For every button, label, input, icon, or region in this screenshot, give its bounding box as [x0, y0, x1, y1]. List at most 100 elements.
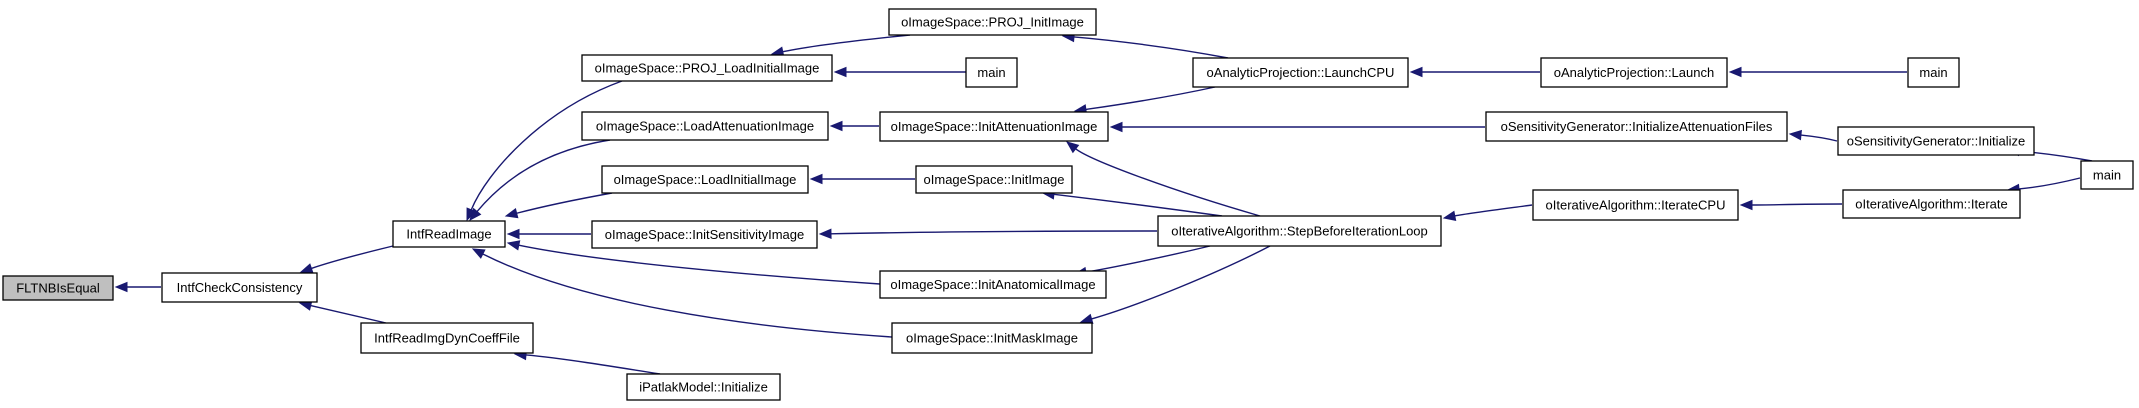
node-label: oSensitivityGenerator::Initialize	[1847, 134, 2025, 149]
node-box[interactable]	[581, 54, 833, 82]
node-box[interactable]	[1157, 215, 1442, 247]
node-box[interactable]	[915, 165, 1073, 194]
node-box[interactable]	[581, 111, 829, 141]
edge-n22-to-n19	[1751, 203, 1843, 206]
node-box[interactable]	[891, 322, 1093, 354]
edge-n16-to-n14	[1053, 193, 1223, 217]
graph-node-n2[interactable]: IntfReadImage	[392, 220, 506, 248]
arrowhead-n18-to-n13	[1109, 121, 1123, 133]
node-label: IntfReadImgDynCoeffFile	[374, 331, 520, 346]
graph-node-n14[interactable]: oImageSpace::InitImage	[915, 165, 1073, 194]
graph-node-n13[interactable]: oImageSpace::InitAttenuationImage	[879, 111, 1109, 142]
node-box[interactable]	[2080, 160, 2134, 190]
node-label: oImageSpace::InitAnatomicalImage	[890, 277, 1095, 292]
node-box[interactable]	[1907, 57, 1960, 88]
edge-n19-to-n16	[1454, 204, 1533, 217]
node-label: oImageSpace::InitSensitivityImage	[605, 227, 804, 242]
graph-node-n1[interactable]: IntfCheckConsistency	[161, 272, 318, 303]
graph-node-n4[interactable]: iPatlakModel::Initialize	[626, 373, 781, 401]
arrowhead-n21-to-n18	[1788, 129, 1802, 141]
node-box[interactable]	[360, 322, 534, 354]
node-box[interactable]	[161, 272, 318, 303]
arrowhead-n16-to-n8	[818, 228, 832, 240]
graph-node-n8[interactable]: oImageSpace::InitSensitivityImage	[591, 220, 818, 249]
edge-n3-to-n1	[310, 304, 387, 324]
edge-n21-to-n18	[1800, 134, 1838, 142]
node-box[interactable]	[1842, 189, 2021, 219]
node-label: main	[1919, 65, 1947, 80]
node-label: IntfReadImage	[406, 227, 491, 242]
edge-n11-to-n5	[782, 34, 911, 53]
edge-n2-to-n1	[311, 245, 394, 270]
node-label: FLTNBIsEqual	[16, 281, 100, 296]
graph-node-n0[interactable]: FLTNBIsEqual	[2, 275, 114, 301]
node-label: oImageSpace::PROJ_LoadInitialImage	[595, 61, 820, 76]
node-box[interactable]	[1837, 126, 2035, 156]
node-label: oIterativeAlgorithm::IterateCPU	[1546, 198, 1726, 213]
node-box[interactable]	[2, 275, 114, 301]
arrowhead-n1-to-n0	[114, 281, 128, 293]
node-box[interactable]	[879, 270, 1107, 299]
node-box[interactable]	[888, 8, 1097, 36]
node-label: oIterativeAlgorithm::StepBeforeIteration…	[1171, 224, 1428, 239]
node-box[interactable]	[965, 57, 1018, 88]
graph-node-n23[interactable]: main	[2080, 160, 2134, 190]
edge-n5-to-n2	[470, 80, 623, 211]
graph-node-n10[interactable]: oImageSpace::InitMaskImage	[891, 322, 1093, 354]
node-box[interactable]	[601, 165, 809, 194]
node-label: oAnalyticProjection::Launch	[1554, 65, 1714, 80]
edge-n16-to-n8	[830, 230, 1158, 235]
arrowhead-n14-to-n7	[809, 173, 823, 185]
node-label: oImageSpace::InitAttenuationImage	[891, 119, 1098, 134]
graph-node-n3[interactable]: IntfReadImgDynCoeffFile	[360, 322, 534, 354]
graph-node-n11[interactable]: oImageSpace::PROJ_InitImage	[888, 8, 1097, 36]
node-box[interactable]	[591, 220, 818, 249]
node-box[interactable]	[1540, 57, 1728, 88]
arrowhead-n6-to-n2	[469, 207, 482, 222]
graph-node-n19[interactable]: oIterativeAlgorithm::IterateCPU	[1532, 189, 1739, 221]
edge-n23-to-n22	[2018, 177, 2081, 190]
node-label: oImageSpace::PROJ_InitImage	[901, 15, 1084, 30]
graph-node-n6[interactable]: oImageSpace::LoadAttenuationImage	[581, 111, 829, 141]
edge-n16-to-n13	[1075, 148, 1261, 217]
node-label: oIterativeAlgorithm::Iterate	[1855, 197, 2007, 212]
edge-n9-to-n2	[518, 244, 881, 285]
graph-node-n5[interactable]: oImageSpace::PROJ_LoadInitialImage	[581, 54, 833, 82]
edge-n16-to-n10	[1091, 245, 1271, 320]
graph-node-n9[interactable]: oImageSpace::InitAnatomicalImage	[879, 270, 1107, 299]
node-box[interactable]	[1532, 189, 1739, 221]
node-label: iPatlakModel::Initialize	[639, 380, 768, 395]
arrowhead-n13-to-n6	[829, 120, 843, 132]
graph-node-n7[interactable]: oImageSpace::LoadInitialImage	[601, 165, 809, 194]
edge-n4-to-n3	[525, 354, 661, 375]
arrowhead-n10-to-n2	[471, 248, 486, 259]
node-box[interactable]	[626, 373, 781, 401]
node-box[interactable]	[1485, 111, 1788, 142]
node-label: oImageSpace::InitImage	[924, 172, 1065, 187]
arrowhead-n19-to-n16	[1442, 210, 1457, 221]
node-label: oImageSpace::LoadAttenuationImage	[596, 119, 814, 134]
node-box[interactable]	[879, 111, 1109, 142]
graph-node-n20[interactable]: main	[1907, 57, 1960, 88]
node-label: IntfCheckConsistency	[177, 280, 303, 295]
edge-n6-to-n2	[476, 139, 611, 212]
arrowhead-n8-to-n2	[506, 228, 520, 240]
node-label: main	[2093, 168, 2121, 183]
node-label: oSensitivityGenerator::InitializeAttenua…	[1501, 119, 1773, 134]
graph-node-n21[interactable]: oSensitivityGenerator::Initialize	[1837, 126, 2035, 156]
graph-node-n12[interactable]: main	[965, 57, 1018, 88]
graph-node-n17[interactable]: oAnalyticProjection::Launch	[1540, 57, 1728, 88]
node-label: main	[977, 65, 1005, 80]
arrowhead-n20-to-n17	[1728, 66, 1742, 78]
edge-n16-to-n9	[1085, 245, 1211, 273]
arrowhead-n22-to-n19	[1739, 199, 1753, 211]
graph-node-n16[interactable]: oIterativeAlgorithm::StepBeforeIteration…	[1157, 215, 1442, 247]
graph-node-n22[interactable]: oIterativeAlgorithm::Iterate	[1842, 189, 2021, 219]
arrowhead-n2-to-n1	[299, 263, 314, 274]
node-box[interactable]	[1192, 57, 1409, 88]
node-box[interactable]	[392, 220, 506, 248]
graph-node-n15[interactable]: oAnalyticProjection::LaunchCPU	[1192, 57, 1409, 88]
graph-node-n18[interactable]: oSensitivityGenerator::InitializeAttenua…	[1485, 111, 1788, 142]
